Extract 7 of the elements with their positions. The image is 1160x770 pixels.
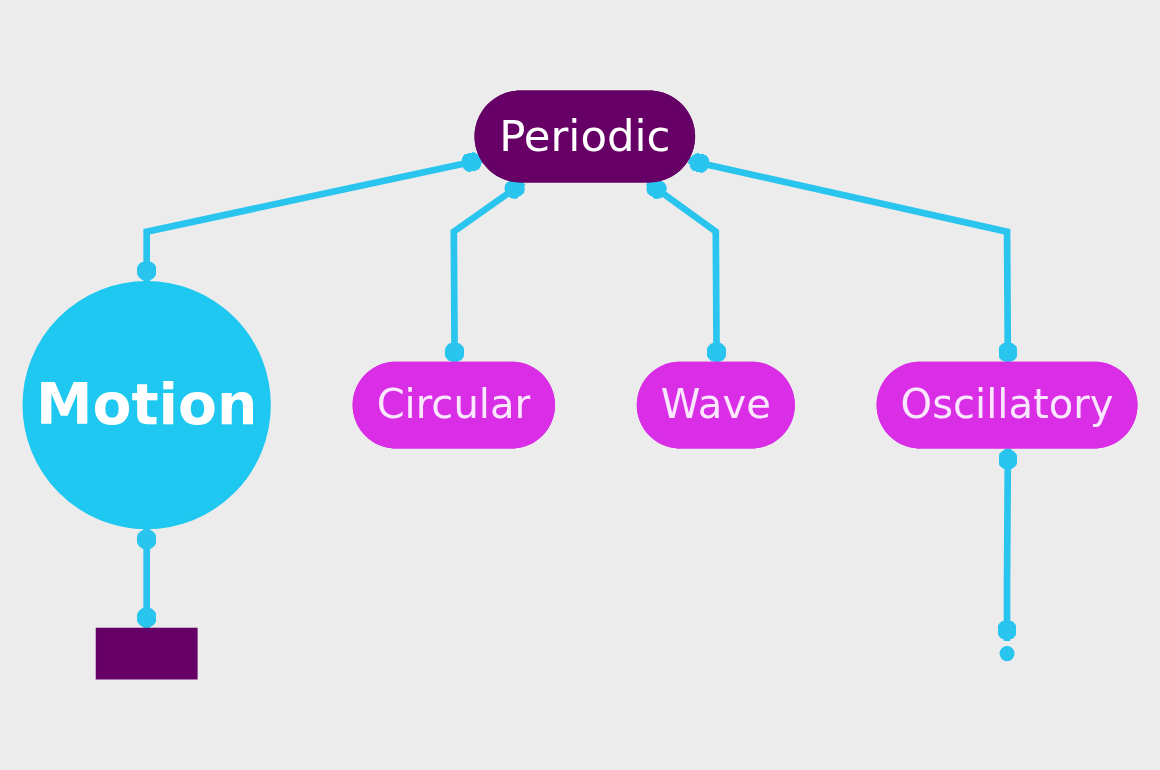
node-circle: Motion	[22, 280, 271, 530]
connector	[136, 528, 157, 629]
connector	[136, 151, 483, 282]
connector	[645, 178, 727, 364]
connector	[687, 152, 1018, 364]
node-box	[95, 627, 198, 680]
connector	[996, 448, 1018, 642]
